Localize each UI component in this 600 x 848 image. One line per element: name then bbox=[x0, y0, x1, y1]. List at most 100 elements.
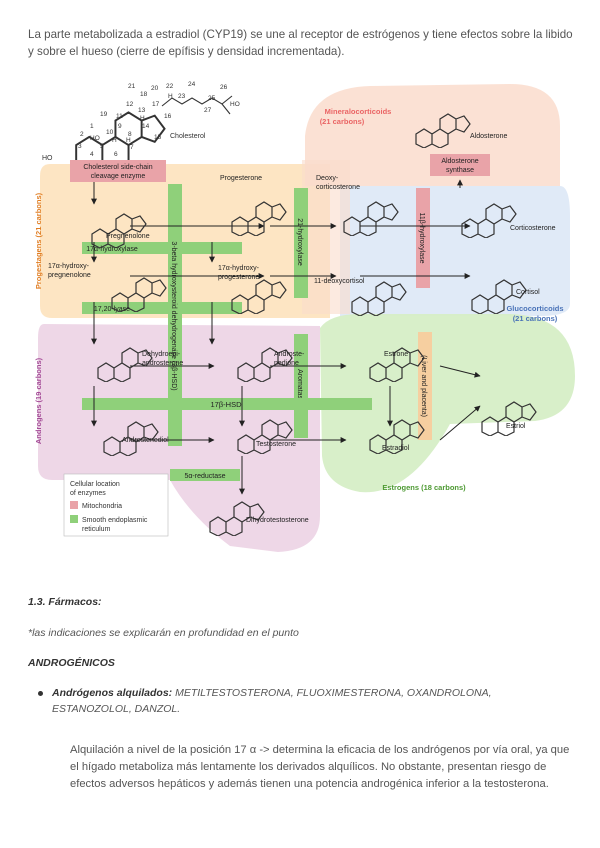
hydroxylase-21-label: 21-hydroxylase bbox=[296, 218, 303, 266]
hydroxylase-11b-bar bbox=[416, 188, 430, 288]
svg-text:HO: HO bbox=[42, 155, 53, 162]
atom-18: 18 bbox=[140, 91, 148, 98]
estriol-name: Estriol bbox=[506, 423, 526, 430]
estrone-name: Estrone bbox=[384, 351, 408, 358]
corticosterone-name: Corticosterone bbox=[510, 225, 556, 232]
legend-mitochondria: Mitochondria bbox=[82, 503, 122, 510]
scc-enzyme-box bbox=[70, 160, 166, 182]
aldosterone-synthase-line2: synthase bbox=[446, 167, 474, 174]
atom-4: 4 bbox=[90, 151, 94, 158]
mineralocorticoids-label: Mineralocorticoids bbox=[325, 107, 392, 116]
scc-enzyme-line1: Cholesterol side-chain bbox=[83, 164, 152, 171]
progestagens-label: Progestagens (21 carbons) bbox=[34, 192, 43, 289]
atom-ho: HO bbox=[230, 101, 240, 108]
indications-note: *las indicaciones se explicarán en profu… bbox=[28, 627, 299, 639]
legend-title-1: Cellular location bbox=[70, 481, 120, 488]
atom-19: 19 bbox=[100, 111, 108, 118]
legend-mitochondria-swatch bbox=[70, 501, 78, 509]
pregnenolone-name: Pregnenolone bbox=[106, 233, 150, 240]
atom-16: 16 bbox=[164, 113, 172, 120]
alkylation-paragraph: Alquilación a nivel de la posición 17 α … bbox=[70, 744, 570, 790]
legend-ser-2: reticulum bbox=[82, 526, 111, 533]
glucocorticoids-label: Glucocorticoids bbox=[506, 304, 563, 313]
hsd-17b-bar bbox=[82, 398, 372, 410]
atom-1: 1 bbox=[90, 123, 94, 130]
atom-11: 11 bbox=[116, 113, 123, 120]
estradiol-name: Estradiol bbox=[382, 445, 410, 452]
hydroxylase-21-bar bbox=[294, 188, 308, 298]
testosterone-name: Testosterone bbox=[256, 441, 296, 448]
atom-17: 17 bbox=[152, 101, 160, 108]
atom-8: 8 bbox=[128, 131, 132, 138]
legend-box bbox=[63, 473, 169, 537]
dihydrotestosterone-name: Dihydrotestosterone bbox=[246, 517, 309, 524]
atom-6: 6 bbox=[114, 151, 118, 158]
atom-15: 15 bbox=[154, 134, 162, 141]
atom-20: 20 bbox=[151, 85, 159, 92]
hydroxylase-17a-label: 17α-hydroxylase bbox=[86, 246, 138, 253]
reductase-5a-label: 5α-reductase bbox=[184, 473, 225, 480]
atom-22: 22 bbox=[166, 83, 174, 90]
estrogens-label: Estrogens (18 carbons) bbox=[382, 483, 466, 492]
atom-27: 27 bbox=[204, 107, 212, 114]
atom-13: 13 bbox=[138, 107, 146, 114]
pathway-arrows bbox=[91, 179, 481, 495]
category-heading: ANDROGÉNICOS bbox=[28, 657, 115, 669]
dhea-name-1: Dehydroepi- bbox=[142, 351, 181, 358]
aldosterone-name: Aldosterone bbox=[470, 133, 507, 140]
cholesterol-name: Cholesterol bbox=[170, 133, 206, 140]
section-title: 1.3. Fármacos: bbox=[28, 596, 102, 608]
hsd-3b-label: 3-beta hydroxysteroid dehydrogenase (3β-… bbox=[170, 241, 177, 390]
cortisol-name: Cortisol bbox=[516, 289, 540, 296]
androstenediol-name: Androstenediol bbox=[122, 437, 169, 444]
lyase-1720-label: 17,20-lyase bbox=[94, 306, 130, 313]
cholesterol-structure: HO HO 21 20 22 24 26 18 23 25 27 19 12 1… bbox=[42, 81, 233, 168]
svg-text:HO: HO bbox=[90, 135, 100, 142]
liver-placenta-label: (Liver and placenta) bbox=[420, 355, 427, 417]
legend-ser-1: Smooth endoplasmic bbox=[82, 517, 148, 524]
bullet-item: Andrógenos alquilados: METILTESTOSTERONA… bbox=[38, 685, 558, 717]
hydroxyprogesterone-name-1: 17α-hydroxy- bbox=[218, 265, 260, 272]
aromatase-label: Aromatase bbox=[296, 369, 303, 403]
steroidogenesis-diagram: Progestagens (21 carbons) Androgens (19 … bbox=[34, 81, 575, 552]
hydroxypregnenolone-name-2: pregnenolone bbox=[48, 272, 91, 279]
atom-h-3: H bbox=[140, 115, 145, 122]
bullet-drugs: METILTESTOSTERONA, FLUOXIMESTERONA, OXAN… bbox=[52, 687, 492, 715]
atom-14: 14 bbox=[142, 123, 150, 130]
atom-h-1: H bbox=[112, 137, 117, 144]
hsd-17b-label: 17β-HSD bbox=[211, 400, 243, 409]
dhea-name-2: androsterone bbox=[142, 360, 183, 367]
atom-12: 12 bbox=[126, 101, 134, 108]
progestagen-region bbox=[40, 164, 330, 318]
deoxycorticosterone-name-2: corticosterone bbox=[316, 184, 360, 191]
hydroxypregnenolone-name-1: 17α-hydroxy- bbox=[48, 263, 90, 270]
atom-7: 7 bbox=[130, 144, 134, 151]
liver-placenta-bar bbox=[418, 332, 432, 440]
atom-2: 2 bbox=[80, 131, 84, 138]
atom-h-4: H bbox=[168, 93, 173, 100]
atom-25: 25 bbox=[208, 95, 216, 102]
hydroxylase-11b-label: 11β-hydroxylase bbox=[418, 213, 425, 264]
atom-23: 23 bbox=[178, 93, 186, 100]
estrogen-region bbox=[320, 314, 575, 493]
legend-title-2: of enzymes bbox=[70, 490, 106, 497]
atom-h-2: H bbox=[126, 137, 131, 144]
androstenedione-name-1: Androste- bbox=[274, 351, 305, 358]
aldosterone-synthase-line1: Aldosterone bbox=[441, 158, 478, 165]
glucocorticoid-region bbox=[340, 186, 570, 316]
bullet-dot bbox=[38, 691, 43, 696]
atom-3: 3 bbox=[78, 143, 82, 150]
aromatase-bar bbox=[294, 334, 308, 438]
legend-ser-swatch bbox=[70, 515, 78, 523]
atom-26: 26 bbox=[220, 84, 228, 91]
atom-10: 10 bbox=[106, 129, 114, 136]
hsd-3b-bar bbox=[168, 184, 182, 446]
atom-9: 9 bbox=[118, 123, 122, 130]
glucocorticoids-carbons: (21 carbons) bbox=[513, 314, 558, 323]
progesterone-name: Progesterone bbox=[220, 175, 262, 182]
deoxycorticosterone-name-1: Deoxy- bbox=[316, 175, 339, 182]
deoxycortisol-name: 11-deoxycortisol bbox=[314, 278, 365, 285]
atom-5: 5 bbox=[100, 143, 104, 150]
hydroxyprogesterone-name-2: progesterone bbox=[218, 274, 259, 281]
atom-24: 24 bbox=[188, 81, 196, 88]
